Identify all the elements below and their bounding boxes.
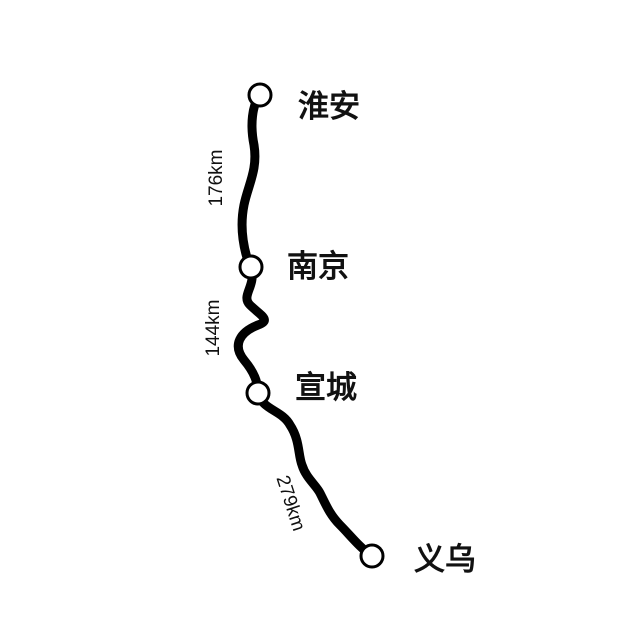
route-line [233,90,377,561]
distance-label-huaian-nanjing: 176km [206,149,227,206]
station-label-huaian: 淮安 [298,89,360,125]
station-label-nanjing: 南京 [287,249,349,285]
distance-label-nanjing-xuancheng: 144km [203,299,224,356]
station-label-yiwu: 义乌 [414,542,476,578]
station-marker-nanjing [238,254,264,280]
distance-label-xuancheng-yiwu: 279km [271,473,309,534]
station-marker-huaian [247,82,273,108]
station-label-xuancheng: 宣城 [295,370,357,406]
station-marker-xuancheng [245,380,271,406]
station-marker-yiwu [359,543,385,569]
